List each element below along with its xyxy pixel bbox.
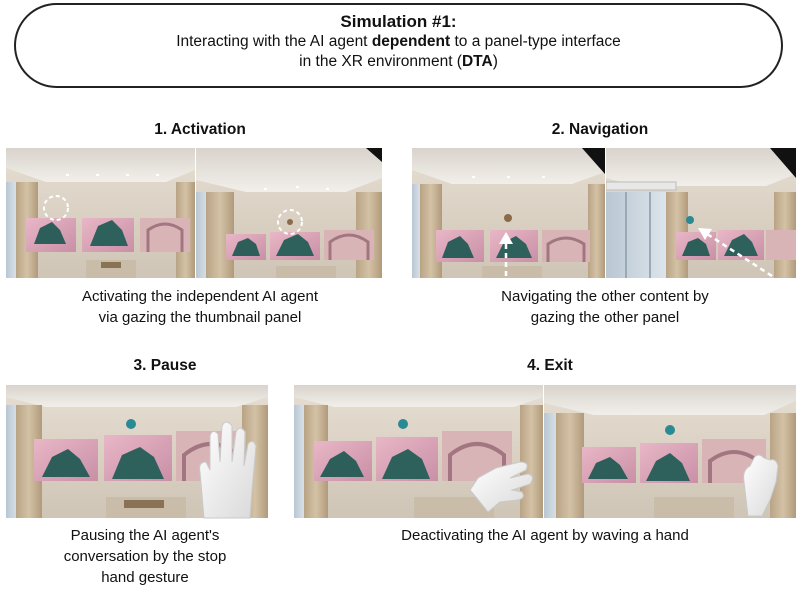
ai-agent-dot-icon (398, 419, 408, 429)
ai-agent-dot-icon (287, 219, 293, 225)
caption-line: hand gesture (101, 569, 189, 586)
subtitle-text: Interacting with the AI agent (176, 33, 372, 50)
caption-line: Pausing the AI agent's (70, 527, 220, 544)
caption-line: Navigating the other content by (501, 288, 709, 305)
waving-hand-icon (743, 454, 779, 517)
simulation-subtitle-line-2: in the XR environment (DTA) (16, 52, 781, 72)
step-1-title: 1. Activation (154, 121, 246, 138)
gaze-target-circle-icon (43, 195, 69, 221)
caption-line: Deactivating the AI agent by waving a ha… (401, 527, 689, 544)
caption-line: via gazing the thumbnail panel (98, 309, 302, 326)
step-2-title: 2. Navigation (551, 121, 649, 138)
ai-agent-dot-icon (665, 425, 675, 435)
gaze-target-circle-icon (277, 209, 303, 235)
subtitle-text: in the XR environment ( (299, 53, 462, 70)
subtitle-text: ) (492, 53, 498, 70)
ai-agent-dot-icon (126, 419, 136, 429)
navigation-photo-left (412, 148, 605, 278)
stop-hand-icon (199, 421, 257, 519)
step-4-caption: Deactivating the AI agent by waving a ha… (300, 525, 790, 546)
caption-line: Activating the independent AI agent (81, 288, 318, 305)
activation-photo-left (6, 148, 195, 278)
step-2-caption: Navigating the other content by gazing t… (420, 286, 790, 328)
subtitle-text: to a panel-type interface (450, 33, 621, 50)
subtitle-emphasis: DTA (461, 53, 493, 70)
simulation-title: Simulation #1: (340, 12, 457, 31)
ai-agent-dot-icon (686, 216, 694, 224)
step-1-caption: Activating the independent AI agent via … (20, 286, 380, 328)
activation-photo-right (196, 148, 382, 278)
caption-line: conversation by the stop (63, 548, 227, 565)
subtitle-emphasis: dependent (371, 33, 451, 50)
caption-line: gazing the other panel (530, 309, 680, 326)
exit-photo-left (294, 385, 543, 518)
navigation-arrow-icon (698, 228, 773, 278)
simulation-subtitle-line-1: Interacting with the AI agent dependent … (16, 32, 781, 52)
navigation-arrow-icon (499, 232, 513, 276)
step-3-title: 3. Pause (133, 357, 197, 374)
waving-hand-icon (469, 461, 534, 513)
step-3-caption: Pausing the AI agent's conversation by t… (20, 525, 270, 588)
step-4-title: 4. Exit (527, 357, 573, 374)
ai-agent-dot-icon (504, 214, 512, 222)
simulation-header: Simulation #1: Interacting with the AI a… (14, 3, 783, 88)
